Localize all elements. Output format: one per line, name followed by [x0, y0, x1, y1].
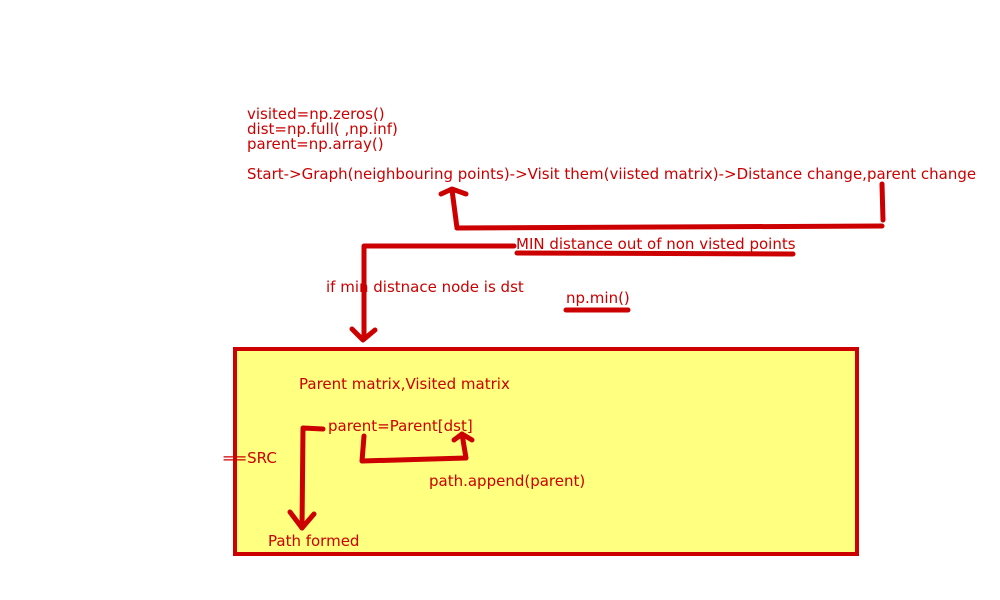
code-line-visited: visited=np.zeros()	[247, 105, 385, 123]
loop-back-connector	[879, 181, 886, 223]
path-append-text: path.append(parent)	[429, 472, 586, 490]
condition-text: if min distnace node is dst	[326, 278, 524, 296]
src-label: ==SRC	[222, 449, 277, 467]
parent-update-text: parent=Parent[dst]	[328, 417, 473, 435]
min-distance-underline	[514, 250, 796, 257]
min-distance-text: MIN distance out of non visted points	[516, 235, 796, 253]
main-flow-text: Start->Graph(neighbouring points)->Visit…	[247, 165, 977, 183]
path-reconstruction-box	[233, 347, 859, 556]
down-arrow-head	[349, 326, 378, 343]
code-line-parent: parent=np.array()	[247, 135, 384, 153]
loop-back-arrow-head	[438, 186, 469, 197]
box-title: Parent matrix,Visited matrix	[299, 375, 510, 393]
loop-back-arrow-shaft	[449, 187, 460, 231]
loop-back-connector-horizontal	[454, 223, 885, 231]
path-formed-text: Path formed	[268, 532, 360, 550]
code-line-dist: dist=np.full( ,np.inf)	[247, 120, 398, 138]
np-min-text: np.min()	[566, 289, 630, 307]
